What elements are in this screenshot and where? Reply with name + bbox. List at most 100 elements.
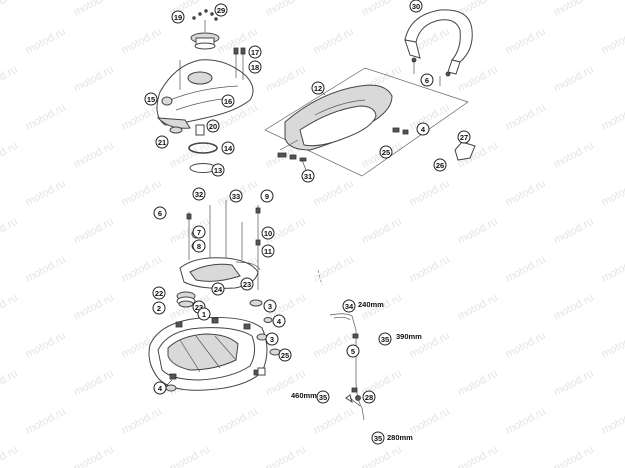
svg-text:19: 19 bbox=[174, 13, 182, 22]
callout-27: 27 bbox=[457, 130, 471, 144]
watermark-text: motod.ru bbox=[24, 102, 68, 133]
svg-text:10: 10 bbox=[264, 229, 272, 238]
svg-text:29: 29 bbox=[217, 6, 225, 15]
svg-text:32: 32 bbox=[195, 190, 203, 199]
callout-1: 1 bbox=[197, 307, 211, 321]
watermark-text: motod.ru bbox=[168, 444, 212, 468]
callout-2: 2 bbox=[152, 301, 166, 315]
callout-24: 24 bbox=[211, 282, 225, 296]
callout-3: 3 bbox=[263, 299, 277, 313]
watermark-text: motod.ru bbox=[120, 406, 164, 437]
watermark-text: motod.ru bbox=[216, 406, 260, 437]
callout-6: 6 bbox=[153, 206, 167, 220]
svg-text:24: 24 bbox=[214, 285, 223, 294]
svg-text:8: 8 bbox=[197, 242, 201, 251]
svg-text:15: 15 bbox=[147, 95, 155, 104]
callout-6: 6 bbox=[420, 73, 434, 87]
callout-25: 25 bbox=[278, 348, 292, 362]
svg-text:6: 6 bbox=[425, 76, 429, 85]
svg-text:35: 35 bbox=[381, 335, 389, 344]
svg-text:7: 7 bbox=[197, 228, 201, 237]
callout-4: 4 bbox=[416, 122, 430, 136]
watermark-text: motod.ru bbox=[600, 102, 625, 133]
svg-text:30: 30 bbox=[412, 2, 420, 11]
watermark-text: motod.ru bbox=[408, 178, 452, 209]
svg-text:21: 21 bbox=[158, 138, 166, 147]
watermark-text: motod.ru bbox=[552, 444, 596, 468]
watermark-text: motod.ru bbox=[600, 406, 625, 437]
watermark-text: motod.ru bbox=[504, 406, 548, 437]
tank-cover bbox=[156, 47, 254, 129]
callout-31: 31 bbox=[301, 169, 315, 183]
watermark-text: motod.ru bbox=[0, 140, 20, 171]
svg-text:3: 3 bbox=[268, 302, 272, 311]
svg-text:31: 31 bbox=[304, 172, 312, 181]
callout-23: 23 bbox=[240, 277, 254, 291]
callout-29: 29 bbox=[214, 3, 228, 17]
callout-28: 28 bbox=[362, 390, 376, 404]
svg-text:34: 34 bbox=[345, 302, 354, 311]
callout-12: 12 bbox=[311, 81, 325, 95]
small-grommets bbox=[161, 96, 205, 136]
hose-length-390: 390mm bbox=[396, 332, 422, 341]
svg-text:18: 18 bbox=[251, 63, 259, 72]
watermark-text: motod.ru bbox=[600, 178, 625, 209]
watermark-text: motod.ru bbox=[72, 216, 116, 247]
watermark-text: motod.ru bbox=[408, 254, 452, 285]
callout-4: 4 bbox=[153, 381, 167, 395]
watermark-text: motod.ru bbox=[120, 26, 164, 57]
watermark-text: motod.ru bbox=[264, 0, 308, 19]
callout-17: 17 bbox=[248, 45, 262, 59]
callout-7: 7 bbox=[192, 225, 206, 239]
watermark-text: motod.ru bbox=[360, 0, 404, 19]
fuel-cap-assembly bbox=[190, 9, 220, 50]
watermark-text: motod.ru bbox=[504, 254, 548, 285]
watermark-text: motod.ru bbox=[600, 26, 625, 57]
callout-3: 3 bbox=[265, 332, 279, 346]
watermark-text: motod.ru bbox=[72, 64, 116, 95]
watermark-text: motod.ru bbox=[0, 368, 20, 399]
callout-33: 33 bbox=[229, 189, 243, 203]
watermark-text: motod.ru bbox=[456, 292, 500, 323]
watermark-text: motod.ru bbox=[0, 444, 20, 468]
watermark-text: motod.ru bbox=[312, 254, 356, 285]
svg-text:33: 33 bbox=[232, 192, 240, 201]
svg-text:16: 16 bbox=[224, 97, 232, 106]
watermark-text: motod.ru bbox=[312, 26, 356, 57]
callout-34: 34 bbox=[342, 299, 356, 313]
watermark-text: motod.ru bbox=[0, 292, 20, 323]
hose-length-240: 240mm bbox=[358, 300, 384, 309]
watermark-text: motod.ru bbox=[408, 406, 452, 437]
svg-text:20: 20 bbox=[209, 122, 217, 131]
callout-26: 26 bbox=[433, 158, 447, 172]
watermark-text: motod.ru bbox=[552, 216, 596, 247]
watermark-text: motod.ru bbox=[408, 102, 452, 133]
watermark-text: motod.ru bbox=[120, 254, 164, 285]
hose-length-labels: 240mm 390mm 460mm 280mm bbox=[291, 300, 422, 442]
svg-text:4: 4 bbox=[421, 125, 426, 134]
callout-30: 30 bbox=[409, 0, 423, 13]
callout-11: 11 bbox=[261, 244, 275, 258]
watermark-text: motod.ru bbox=[120, 178, 164, 209]
svg-text:14: 14 bbox=[224, 144, 233, 153]
callout-10: 10 bbox=[261, 226, 275, 240]
watermark-text: motod.ru bbox=[264, 444, 308, 468]
fuel-tank bbox=[148, 316, 268, 391]
svg-text:12: 12 bbox=[314, 84, 322, 93]
rear-grab-handle bbox=[404, 9, 473, 86]
watermark-text: motod.ru bbox=[0, 64, 20, 95]
svg-text:6: 6 bbox=[158, 209, 162, 218]
callout-18: 18 bbox=[248, 60, 262, 74]
svg-text:4: 4 bbox=[158, 384, 163, 393]
watermark-text: motod.ru bbox=[0, 0, 20, 19]
svg-text:2: 2 bbox=[157, 304, 161, 313]
callout-15: 15 bbox=[144, 92, 158, 106]
callout-4: 4 bbox=[272, 314, 286, 328]
svg-text:11: 11 bbox=[264, 247, 272, 256]
watermark-text: motod.ru bbox=[456, 368, 500, 399]
svg-text:23: 23 bbox=[243, 280, 251, 289]
fuel-pump-assembly bbox=[176, 200, 261, 308]
